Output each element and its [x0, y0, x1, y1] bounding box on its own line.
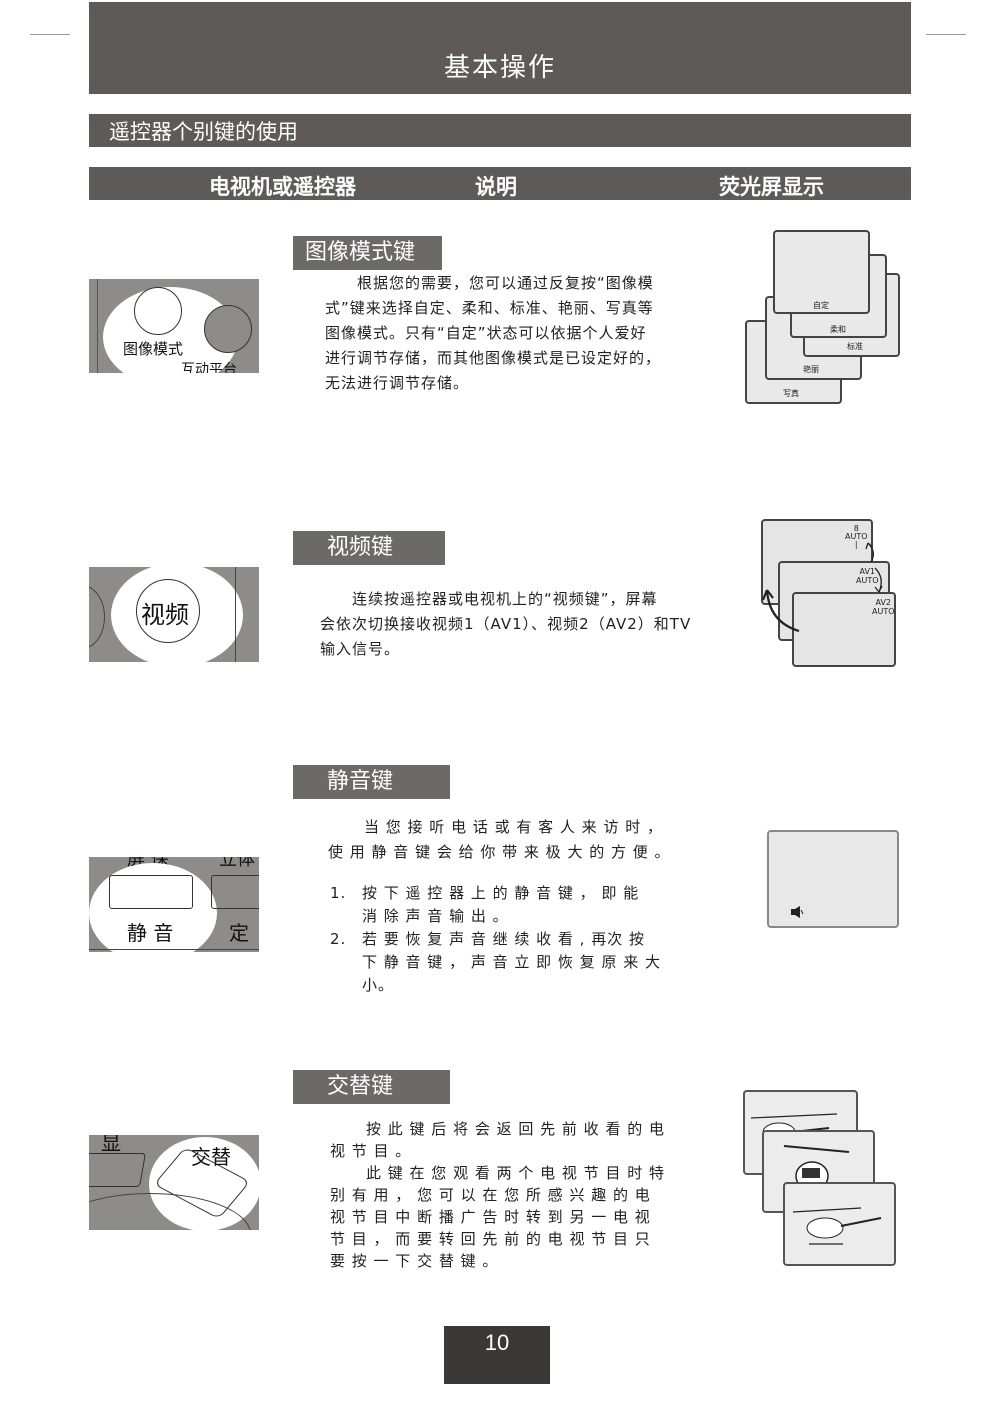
crop-mark-left — [30, 34, 70, 35]
column-header-bar: 电视机或遥控器 说明 荧光屏显示 — [89, 167, 911, 200]
section-heading: 遥控器个别键的使用 — [109, 119, 298, 144]
picture-mode-button-graphic — [134, 287, 182, 335]
section-title-video: 视频键 — [293, 531, 445, 565]
video-description: 连续按遥控器或电视机上的“视频键”，屏幕 会依次切换接收视频1（AV1）、视频2… — [320, 590, 692, 658]
page-header: 基本操作 — [89, 2, 911, 94]
screen-av2: AV2 AUTO — [792, 592, 896, 667]
column-header-remote: 电视机或遥控器 — [209, 175, 356, 199]
screen-custom: 自定 — [773, 230, 870, 314]
swap-label: 交替 — [191, 1145, 231, 1169]
speaker-icon — [791, 906, 804, 918]
mute-step-2: 2. 若 要 恢 复 声 音 继 续 收 看 , 再次 按 下 静 音 键 ， … — [330, 930, 661, 994]
picture-mode-description: 根据您的需要，您可以通过反复按“图像模 式”键来选择自定、柔和、标准、艳丽、写真… — [325, 274, 662, 392]
video-button-graphic — [136, 579, 200, 643]
picture-mode-label: 图像模式 — [123, 340, 184, 358]
crop-mark-right — [926, 34, 966, 35]
page-number: 10 — [444, 1326, 550, 1384]
column-header-screen: 荧光屏显示 — [719, 175, 824, 199]
remote-picture-mode-image: 图像模式 互动平台 — [89, 279, 259, 373]
video-label: 视频 — [141, 601, 189, 629]
screen-channel-c — [783, 1182, 896, 1266]
mute-step-1: 1. 按 下 遥 控 器 上 的 静 音 键 ， 即 能 消 除 声 音 输 出… — [330, 884, 640, 925]
page-title: 基本操作 — [443, 52, 556, 83]
interactive-label: 互动平台 — [181, 362, 237, 373]
remote-video-image: 视频 — [89, 567, 259, 662]
mute-steps: 1. 按 下 遥 控 器 上 的 静 音 键 ， 即 能 消 除 声 音 输 出… — [330, 882, 690, 997]
remote-mute-image: 屏 保 立体 静 音 定 — [89, 857, 259, 952]
swap-description: 按 此 键 后 将 会 返 回 先 前 收 看 的 电 视 节 目 。 此 键 … — [330, 1120, 665, 1270]
remote-swap-image: 显 交替 — [89, 1135, 259, 1230]
section-title-picture-mode: 图像模式键 — [293, 236, 442, 270]
mute-button-graphic — [109, 875, 193, 909]
section-title-swap: 交替键 — [293, 1070, 450, 1104]
helicopter-icon — [792, 1207, 882, 1245]
cycle-arrows-icon — [761, 542, 883, 633]
mute-intro: 当 您 接 听 电 话 或 有 客 人 来 访 时 ， 使 用 静 音 键 会 … — [328, 818, 671, 861]
screen-mute — [767, 830, 899, 928]
section-heading-bar: 遥控器个别键的使用 — [89, 114, 911, 147]
section-title-mute: 静音键 — [293, 765, 450, 799]
column-header-description: 说明 — [475, 175, 517, 199]
mute-label: 静 音 — [127, 921, 174, 945]
